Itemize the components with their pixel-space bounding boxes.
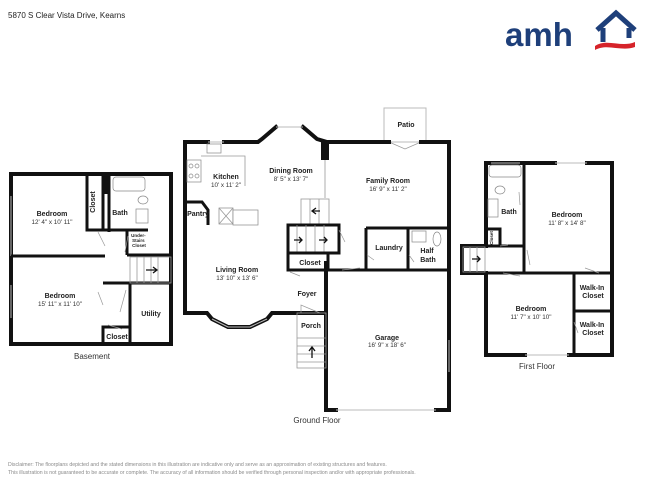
room-label-foyer: Foyer [297, 291, 316, 298]
room-label-pantry: Pantry [187, 211, 209, 218]
room-label-kitchen: Kitchen [213, 174, 239, 181]
room-label-first-bedroom-2: Bedroom [516, 306, 547, 313]
disclaimer-line-2: This illustration is not guaranteed to b… [8, 470, 416, 476]
ground-floor-plan: Kitchen 10' x 11' 2" Dining Room 8' 5" x… [183, 107, 451, 425]
room-dims-kitchen: 10' x 11' 2" [211, 182, 241, 189]
floor-label-first: First Floor [519, 362, 555, 371]
room-label-basement-bath: Bath [112, 210, 128, 217]
room-label-patio: Patio [397, 122, 414, 129]
room-label-half-bath: Half Bath [420, 248, 436, 264]
stairs-icon [462, 246, 486, 273]
basement-plan: Bedroom 12' 4" x 10' 11" Closet Bath Und… [9, 172, 173, 361]
room-dims-garage: 16' 9" x 18' 6" [368, 342, 406, 349]
stairs-icon [286, 198, 341, 255]
room-label-first-bedroom-1: Bedroom [552, 212, 583, 219]
room-label-laundry: Laundry [375, 245, 403, 252]
room-label-understairs-closet: Under- Stairs Closet [131, 233, 147, 248]
room-label-garage: Garage [375, 335, 399, 342]
room-dims-dining-room: 8' 5" x 13' 7" [274, 176, 309, 183]
room-dims-first-bedroom-1: 11' 8" x 14' 8" [548, 220, 586, 227]
room-label-ground-closet: Closet [299, 260, 321, 267]
disclaimer: Disclaimer: The floorplans depicted and … [8, 461, 416, 477]
floor-label-ground: Ground Floor [293, 416, 340, 425]
stairs-icon [129, 256, 172, 284]
house-icon [595, 9, 637, 50]
room-dims-family-room: 16' 9" x 11' 2" [369, 186, 407, 193]
room-label-dining-room: Dining Room [269, 168, 313, 175]
room-dims-living-room: 13' 10" x 13' 6" [216, 275, 258, 282]
room-dims-basement-bedroom-1: 12' 4" x 10' 11" [31, 219, 72, 226]
room-label-walk-in-closet-2: Walk-In Closet [580, 322, 607, 337]
room-label-basement-bedroom-1: Bedroom [37, 211, 68, 218]
room-dims-basement-bedroom-2: 15' 11" x 11' 10" [38, 301, 82, 308]
logo-text: amh [505, 16, 573, 53]
room-label-basement-bedroom-2: Bedroom [45, 293, 76, 300]
floor-label-basement: Basement [74, 352, 111, 361]
room-label-living-room: Living Room [216, 267, 258, 274]
first-floor-plan: Bath Closet Bedroom 11' 8" x 14' 8" Bedr… [460, 161, 614, 371]
room-label-walk-in-closet-1: Walk-In Closet [580, 285, 607, 300]
room-label-utility: Utility [141, 311, 161, 318]
room-label-first-bath: Bath [501, 209, 517, 216]
room-label-basement-closet-1: Closet [90, 191, 97, 213]
property-address: 5870 S Clear Vista Drive, Kearns [8, 11, 126, 20]
disclaimer-line-1: Disclaimer: The floorplans depicted and … [8, 462, 387, 468]
room-label-basement-closet-2: Closet [106, 334, 128, 341]
room-label-first-closet: Closet [489, 231, 494, 245]
room-dims-first-bedroom-2: 11' 7" x 10' 10" [510, 314, 551, 321]
amh-logo: amh [505, 9, 637, 53]
room-label-family-room: Family Room [366, 178, 410, 185]
room-label-porch: Porch [301, 323, 321, 330]
